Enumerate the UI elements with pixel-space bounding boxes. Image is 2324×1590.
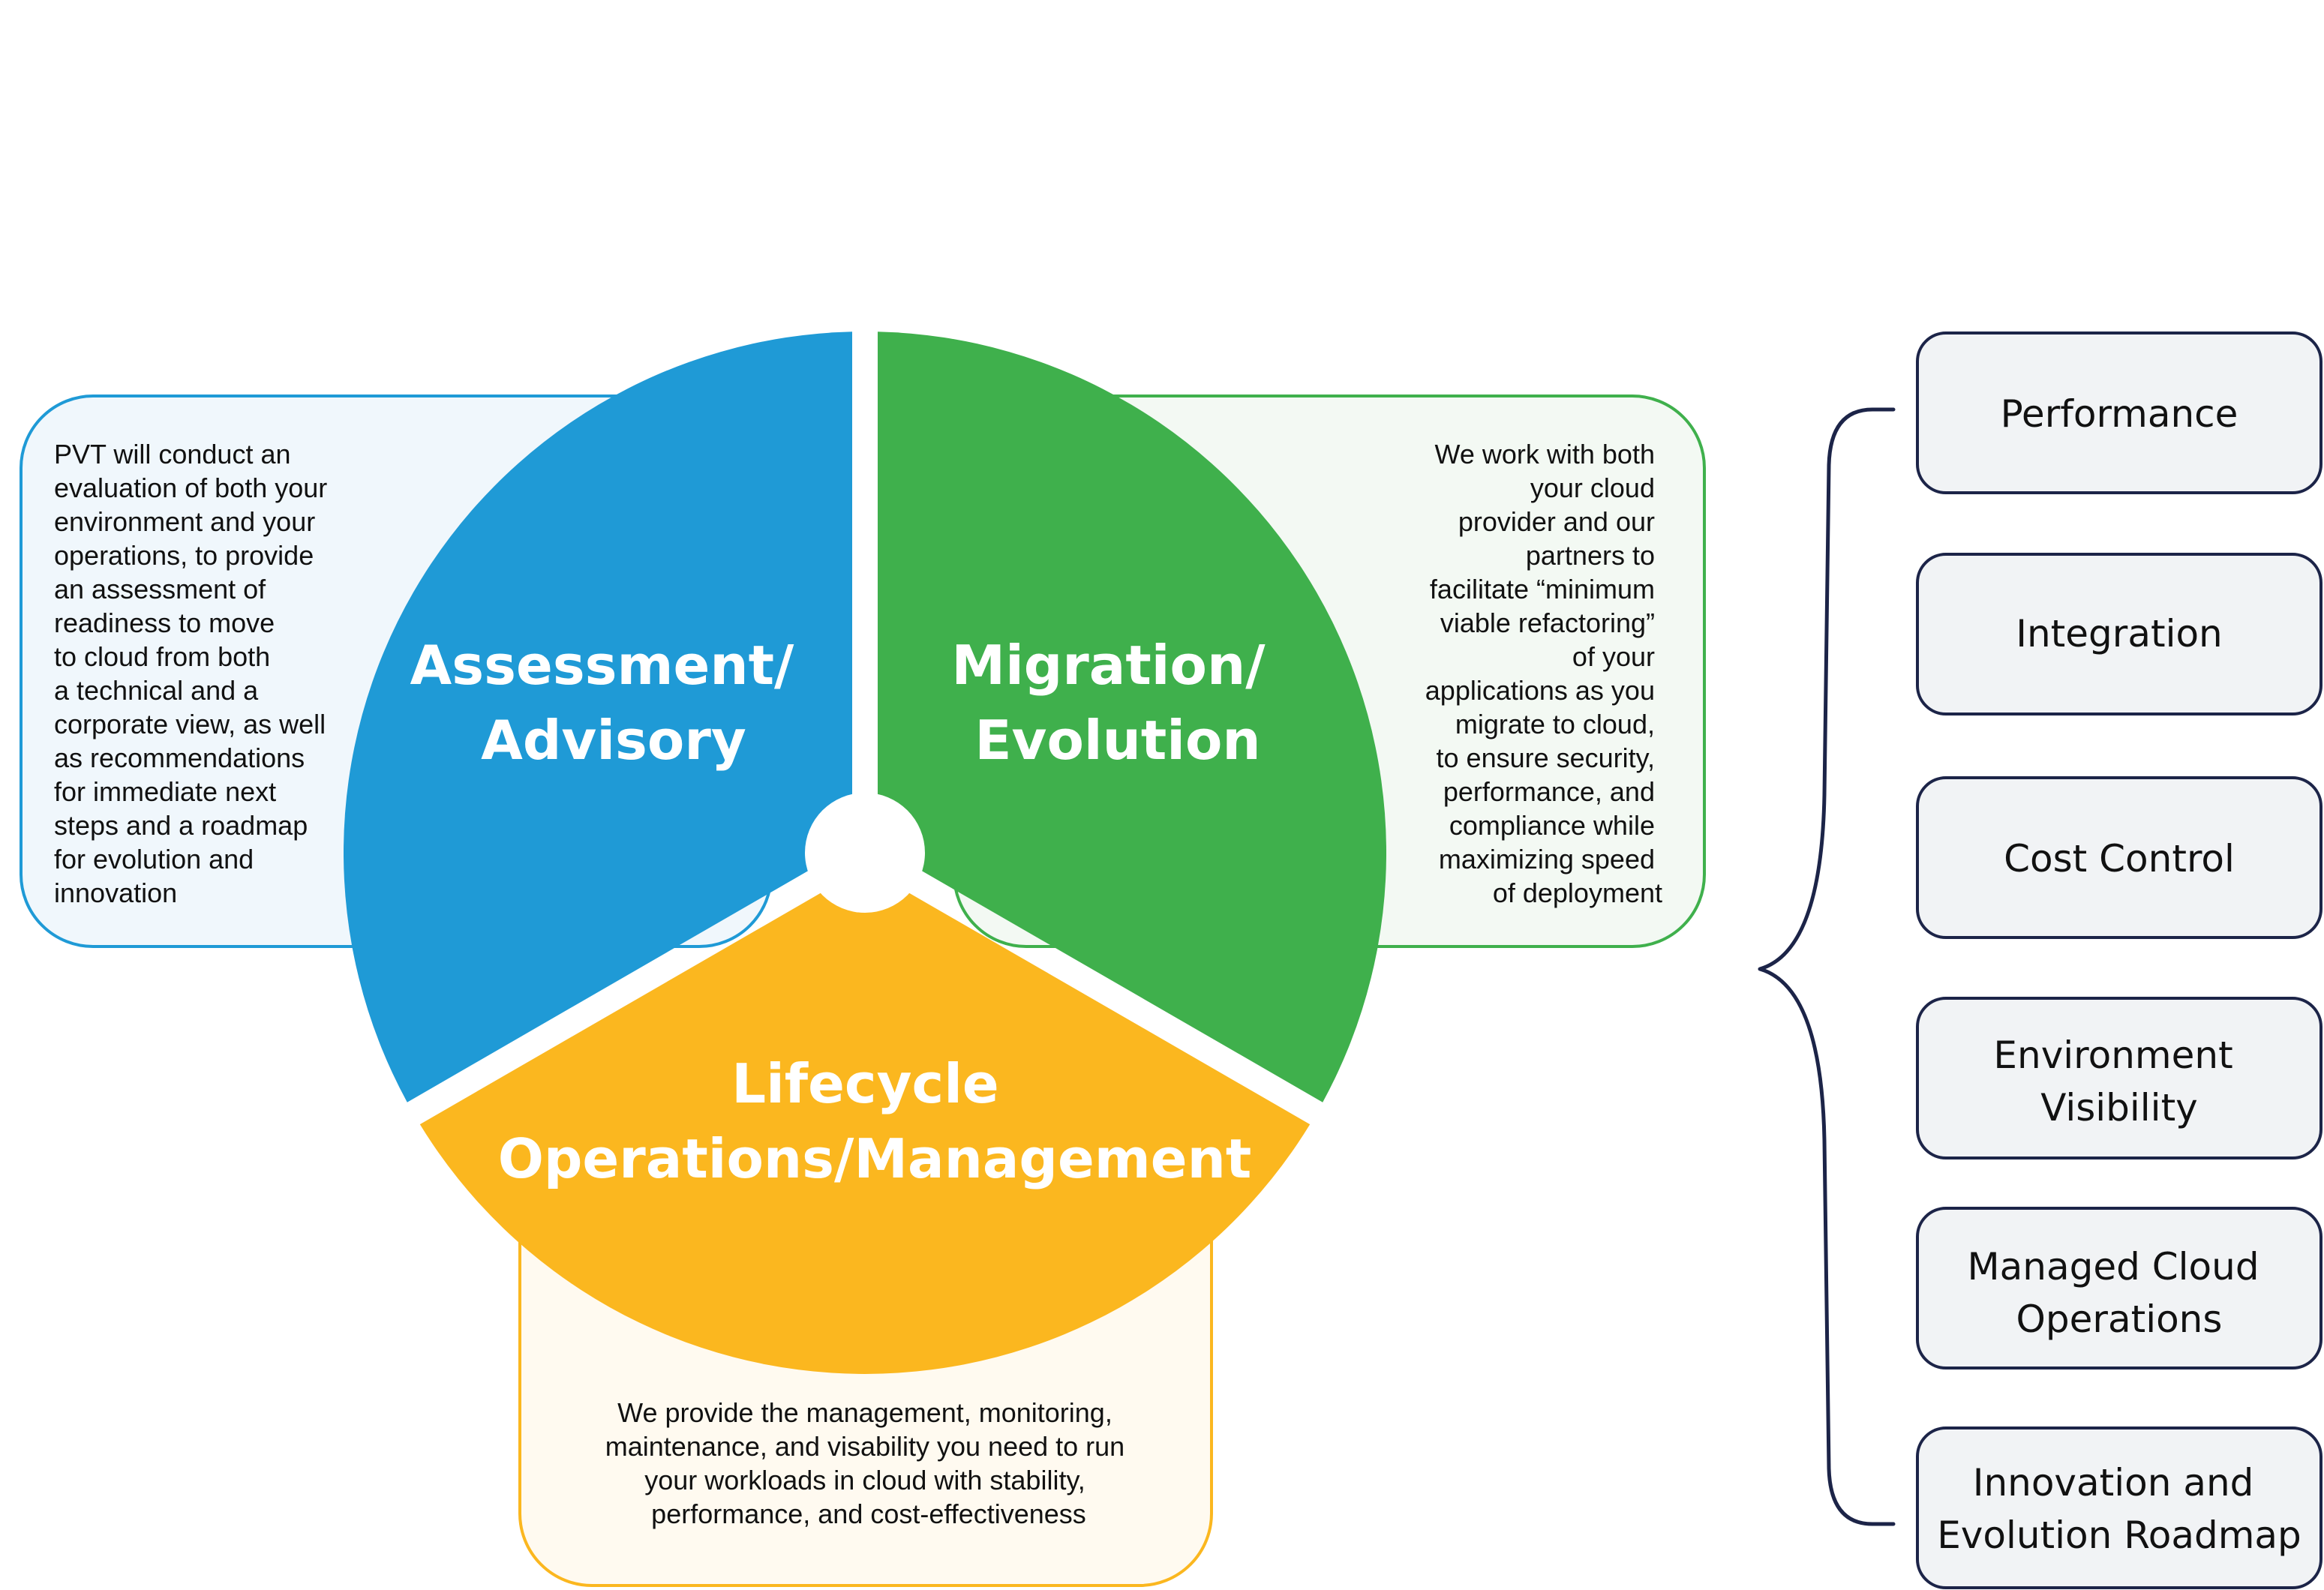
benefit-box-environment-visibility[interactable]: Environment Visibility <box>1916 997 2322 1160</box>
description-line: corporate view, as well <box>54 709 326 740</box>
benefit-label-line: Integration <box>2016 612 2223 656</box>
benefit-box-performance[interactable]: Performance <box>1916 332 2322 494</box>
description-line: steps and a roadmap <box>54 810 308 841</box>
description-line: performance, and <box>1443 776 1655 807</box>
description-line: We work with both <box>1435 439 1655 470</box>
benefit-label-line: Performance <box>2001 392 2238 436</box>
description-line: readiness to move <box>54 608 275 638</box>
assessment-description: PVT will conduct an evaluation of both y… <box>54 439 335 908</box>
description-line: migrate to cloud, <box>1455 709 1655 740</box>
migration-title-line: Evolution <box>974 709 1260 772</box>
lifecycle-title: Lifecycle Operations/Management <box>498 1052 1252 1190</box>
benefit-box-innovation-evolution-roadmap[interactable]: Innovation and Evolution Roadmap <box>1916 1426 2322 1589</box>
service-pie <box>343 332 1387 1374</box>
description-line: your cloud <box>1530 472 1655 503</box>
description-line: for evolution and <box>54 844 254 874</box>
description-line: an assessment of <box>54 574 266 604</box>
migration-description: We work with both your cloud provider an… <box>1425 439 1662 908</box>
benefit-label: Performance <box>2001 392 2238 436</box>
benefit-label: Managed Cloud Operations <box>1968 1245 2271 1341</box>
lifecycle-segment[interactable] <box>419 867 1311 1374</box>
assessment-title: Assessment/ Advisory <box>410 634 813 772</box>
description-line: innovation <box>54 878 177 908</box>
lifecycle-description: We provide the management, monitoring, m… <box>605 1397 1132 1529</box>
grouping-brace <box>1758 407 1896 1526</box>
assessment-title-line: Assessment/ <box>410 634 795 697</box>
description-line: your workloads in cloud with stability, <box>644 1465 1085 1496</box>
description-line: performance, and cost-effectiveness <box>651 1498 1086 1529</box>
description-line: viable refactoring” <box>1440 608 1655 638</box>
description-line: of deployment <box>1493 878 1662 908</box>
benefit-label-line: Visibility <box>2040 1086 2198 1130</box>
description-line: applications as you <box>1425 675 1655 706</box>
benefit-box-cost-control[interactable]: Cost Control <box>1916 776 2322 939</box>
description-line: evaluation of both your <box>54 472 327 503</box>
benefit-label-line: Operations <box>2016 1298 2223 1341</box>
description-line: compliance while <box>1449 810 1655 841</box>
description-line: a technical and a <box>54 675 259 706</box>
assessment-title-line: Advisory <box>481 709 746 772</box>
benefit-label-line: Cost Control <box>2004 837 2235 880</box>
benefit-label-line: Evolution Roadmap <box>1937 1514 2301 1557</box>
benefit-box-managed-cloud-operations[interactable]: Managed Cloud Operations <box>1916 1207 2322 1370</box>
description-line: to cloud from both <box>54 641 270 672</box>
description-line: provider and our <box>1458 506 1655 537</box>
description-line: as recommendations <box>54 742 305 773</box>
benefit-label: Cost Control <box>2004 837 2235 880</box>
lifecycle-title-line: Lifecycle <box>731 1052 999 1115</box>
benefit-label-line: Managed Cloud <box>1968 1245 2259 1288</box>
description-line: We provide the management, monitoring, <box>617 1397 1112 1428</box>
assessment-segment[interactable] <box>343 332 852 1102</box>
benefit-box-integration[interactable]: Integration <box>1916 553 2322 716</box>
benefit-label: Innovation and Evolution Roadmap <box>1937 1461 2301 1557</box>
pie-center-hole <box>805 793 925 913</box>
description-line: environment and your <box>54 506 315 537</box>
description-line: of your <box>1572 641 1655 672</box>
description-line: to ensure security, <box>1437 742 1655 773</box>
migration-title-line: Migration/ <box>951 634 1266 697</box>
description-line: operations, to provide <box>54 540 314 571</box>
description-line: maximizing speed <box>1439 844 1655 874</box>
benefit-label-line: Innovation and <box>1973 1461 2254 1504</box>
description-line: for immediate next <box>54 776 276 807</box>
description-line: maintenance, and visability you need to … <box>605 1431 1124 1462</box>
description-line: partners to <box>1526 540 1655 571</box>
migration-title: Migration/ Evolution <box>951 634 1284 772</box>
description-line: facilitate “minimum <box>1430 574 1655 604</box>
lifecycle-title-line: Operations/Management <box>498 1127 1252 1190</box>
benefit-label: Integration <box>2016 612 2223 656</box>
benefit-list: Performance Integration Cost Control Env… <box>1916 332 2322 1589</box>
migration-segment[interactable] <box>878 332 1387 1102</box>
benefit-label-line: Environment <box>1993 1034 2232 1077</box>
description-line: PVT will conduct an <box>54 439 291 470</box>
benefit-label: Environment Visibility <box>1993 1034 2244 1130</box>
